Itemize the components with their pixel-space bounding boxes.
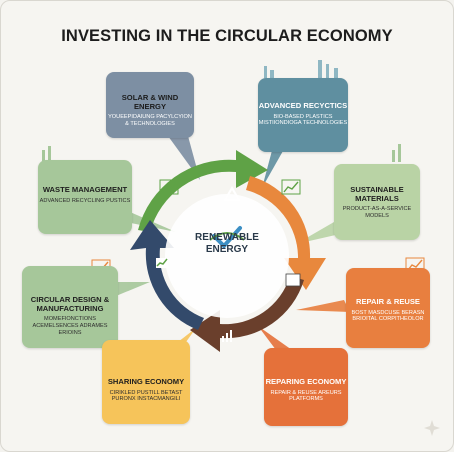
card-text: BIO-BASED PLASTICS MISTIIONDIOGA TECHNOL… bbox=[258, 113, 348, 127]
reparing-economy-card: REPARING ECONOMY REPAIR & REUSE AREURS P… bbox=[264, 348, 348, 426]
sharing-devices-icon bbox=[102, 340, 190, 378]
recycle-icon bbox=[223, 185, 241, 202]
sustainable-materials-card: SUSTAINABLE MATERIALS PRODUCT-AS-A-SERVI… bbox=[334, 164, 420, 240]
waste-management-card: WASTE MANAGEMENT ADVANCED RECYCLING PUST… bbox=[38, 160, 132, 234]
card-text: ADVANCED RECYCLING PUSTICS bbox=[39, 197, 131, 204]
center-label-line1: RENEWABLE bbox=[195, 232, 259, 243]
card-text: CIRIKLED PUSTILL BETAST PURONX INSTACMAN… bbox=[109, 389, 183, 403]
sharing-economy-card: SHARING ECONOMY CIRIKLED PUSTILL BETAST … bbox=[102, 340, 190, 424]
circular-design-card: CIRCULAR DESIGN & MANUFACTURING MOMEFION… bbox=[22, 266, 118, 348]
card-title: SHARING ECONOMY bbox=[107, 377, 185, 386]
cycle-ring bbox=[130, 150, 326, 352]
card-text: MOMEFIONCTIONS ACEMELSENCES ADRAMES ERIO… bbox=[32, 316, 108, 336]
skyline-icon bbox=[264, 60, 338, 78]
card-title: REPAIR & REUSE bbox=[356, 297, 420, 306]
recycling-bottle-icon bbox=[258, 78, 348, 102]
card-text: BOST MASDCUSE BERASN BRIOITAL CORPITHEOL… bbox=[351, 309, 425, 323]
card-text: PRODUCT-AS-A-SERVICE MODELS bbox=[342, 206, 412, 220]
card-title: ADVANCED RECYCTICS bbox=[258, 101, 348, 110]
card-title: SOLAR & WIND ENERGY bbox=[121, 93, 179, 111]
bar-chart-icon bbox=[222, 330, 232, 342]
repair-reuse-card: REPAIR & REUSE BOST MASDCUSE BERASN BRIO… bbox=[346, 268, 430, 348]
repair-people-icon bbox=[264, 348, 348, 378]
advanced-recyctics-card: ADVANCED RECYCTICS BIO-BASED PLASTICS MI… bbox=[258, 78, 348, 152]
renewable-energy-logo-icon bbox=[209, 226, 245, 249]
solar-wind-energy-card: SOLAR & WIND ENERGY YOUEEPIDAIUNG PACYLC… bbox=[106, 72, 194, 138]
card-title: REPARING ECONOMY bbox=[265, 377, 347, 386]
repair-recycle-icon bbox=[346, 268, 430, 298]
sustainable-shop-icon bbox=[285, 273, 301, 287]
card-title: WASTE MANAGEMENT bbox=[42, 185, 128, 194]
card-text: YOUEEPIDAIUNG PACYLCYION & TECHNOLOGIES bbox=[108, 114, 192, 128]
solar-wind-icon bbox=[106, 72, 194, 94]
sparkle-icon bbox=[424, 420, 440, 436]
center-label-line2: ENERGY bbox=[205, 243, 249, 255]
page-title: INVESTING IN THE CIRCULAR ECONOMY bbox=[61, 27, 393, 45]
factory-icon bbox=[42, 144, 401, 162]
card-title: CIRCULAR DESIGN & MANUFACTURING bbox=[30, 295, 110, 313]
card-title: SUSTAINABLE MATERIALS bbox=[350, 185, 404, 203]
waste-bin-icon bbox=[38, 160, 132, 186]
design-gears-icon bbox=[22, 266, 118, 296]
card-text: REPAIR & REUSE AREURS PLATFORMS bbox=[270, 389, 342, 403]
center-label: RENEWABLE ENERGY bbox=[191, 232, 263, 255]
materials-icon bbox=[334, 164, 420, 186]
growth-chart-icon bbox=[156, 258, 168, 268]
